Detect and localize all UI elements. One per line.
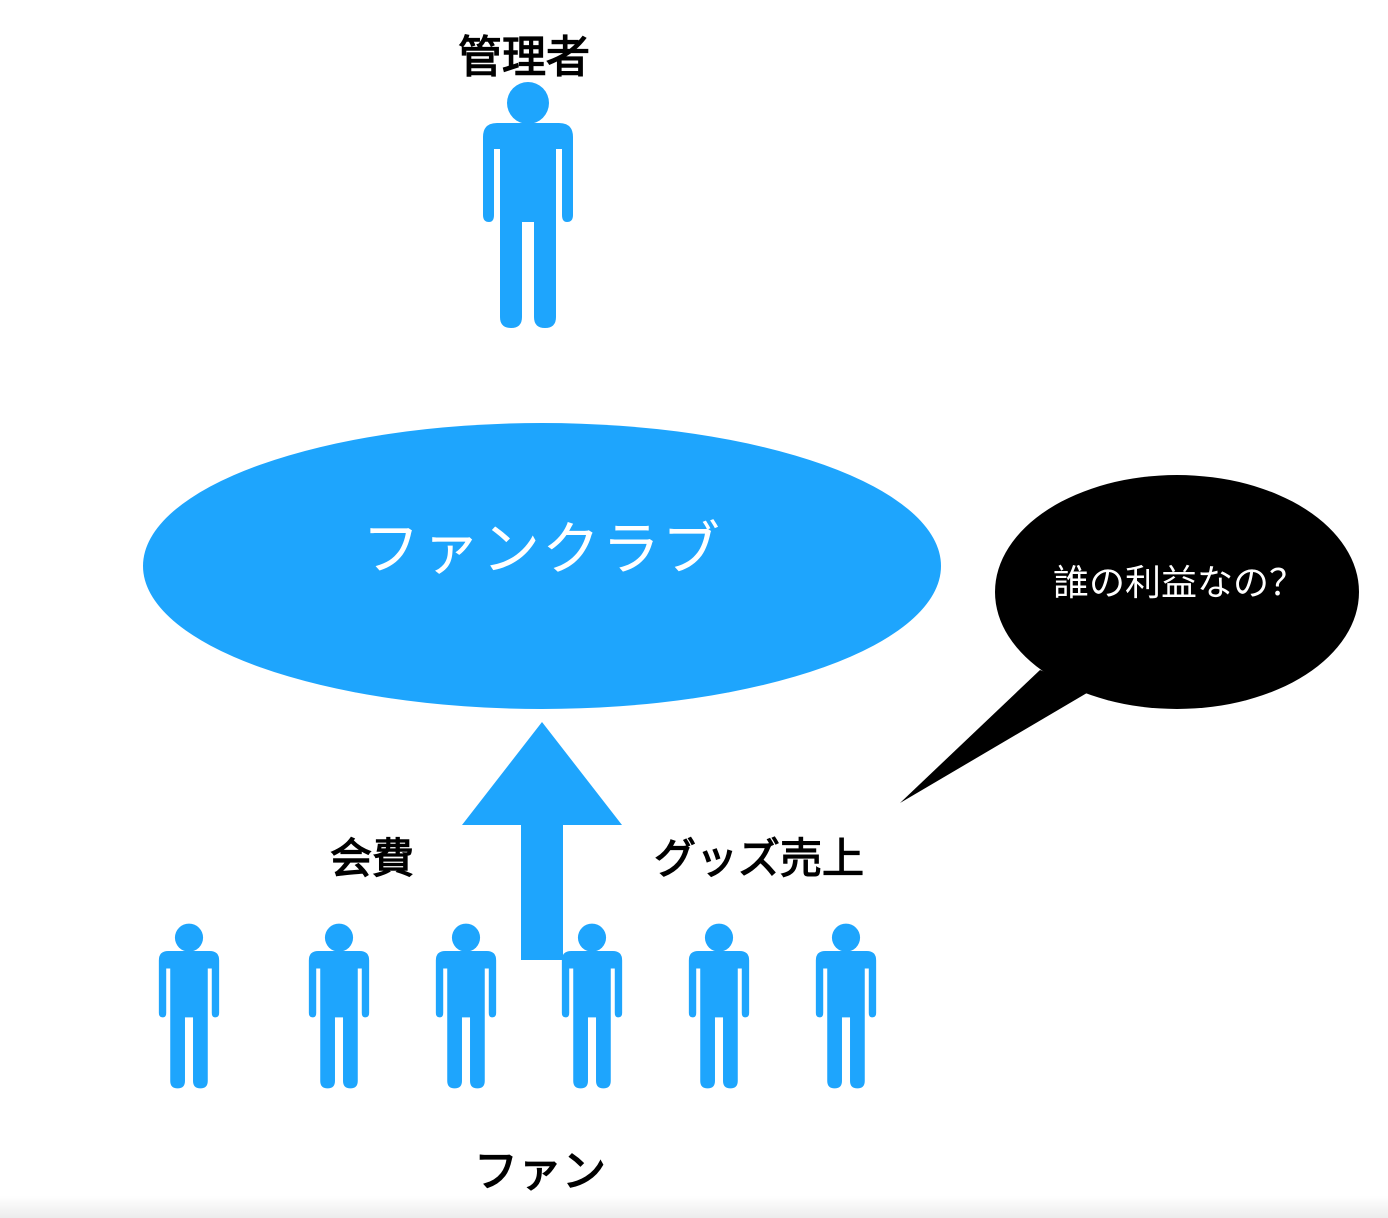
- fan-person-icon: [561, 923, 623, 1089]
- fan-person-icon: [815, 923, 877, 1089]
- fan-person-icon: [158, 923, 220, 1089]
- fan-club-label: ファンクラブ: [361, 515, 722, 583]
- admin-person-icon: [483, 82, 573, 328]
- bottom-edge: [0, 1196, 1388, 1218]
- arrow-up-icon: [462, 722, 622, 960]
- admin-label: 管理者: [458, 32, 590, 83]
- fan-club-ellipse: [143, 423, 941, 709]
- fan-person-icon: [688, 923, 750, 1089]
- fee-label: 会費: [330, 834, 415, 883]
- question-label: 誰の利益なの？: [1052, 563, 1305, 604]
- goods-sales-label: グッズ売上: [654, 834, 865, 883]
- fan-person-icon: [435, 923, 497, 1089]
- fans-label: ファン: [474, 1146, 606, 1197]
- fan-person-icon: [308, 923, 370, 1089]
- speech-bubble: [900, 475, 1359, 803]
